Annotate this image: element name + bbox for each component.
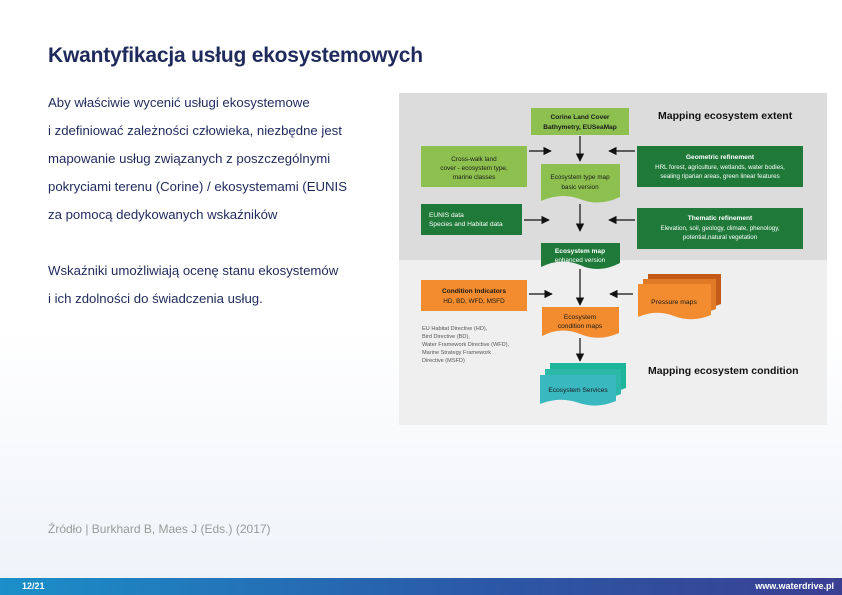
pressure-maps-label: Pressure maps bbox=[651, 299, 697, 306]
source-citation: Źródło | Burkhard B, Maes J (Eds.) (2017… bbox=[48, 522, 271, 536]
corine-sublabel: Bathymetry, EUSeaMap bbox=[543, 124, 617, 131]
basic-map-box: Ecosystem type map basic version bbox=[541, 164, 620, 203]
enhanced-map-box: Ecosystem map enhanced version bbox=[541, 243, 620, 270]
thematic-refinement-box: Thematic refinement Elevation, soil, geo… bbox=[637, 208, 803, 249]
directives-list: EU Habitat Directive (HD), Bird Directiv… bbox=[422, 326, 510, 364]
intro-line: Aby właściwie wycenić usługi ekosystemow… bbox=[48, 95, 310, 110]
enhanced-map-subtitle: enhanced version bbox=[555, 257, 606, 264]
crosswalk-line: Cross-walk land bbox=[451, 156, 497, 163]
basic-map-subtitle: basic version bbox=[561, 184, 599, 191]
directive-line: Directive (MSFD) bbox=[422, 358, 465, 364]
geometric-line: HRL forest, agriculture, wetlands, water… bbox=[655, 164, 785, 171]
corine-box: Corine Land Cover Bathymetry, EUSeaMap bbox=[531, 108, 629, 135]
directive-line: Marine Strategy Framework bbox=[422, 350, 491, 356]
eunis-title: EUNIS data bbox=[429, 212, 464, 219]
footer-bar: 12/21 www.waterdrive.pl bbox=[0, 578, 842, 595]
crosswalk-box: Cross-walk land cover - ecosystem type, … bbox=[421, 146, 527, 187]
heading-extent: Mapping ecosystem extent bbox=[658, 110, 793, 122]
pressure-maps-stack: Pressure maps bbox=[638, 274, 721, 320]
directive-line: EU Habitat Directive (HD), bbox=[422, 326, 488, 332]
condition-maps-title: Ecosystem bbox=[564, 314, 597, 321]
condition-indicators-box: Condition Indicators HD, BD, WFD, MSFD bbox=[421, 280, 527, 311]
intro-paragraph: Aby właściwie wycenić usługi ekosystemow… bbox=[48, 89, 378, 229]
indicators-line: i ich zdolności do świadczenia usług. bbox=[48, 291, 263, 306]
intro-line: mapowanie usług związanych z poszczególn… bbox=[48, 151, 331, 166]
corine-label: Corine Land Cover bbox=[551, 114, 610, 121]
crosswalk-line: cover - ecosystem type, bbox=[440, 165, 508, 172]
intro-line: i zdefiniować zależności człowieka, niez… bbox=[48, 123, 342, 138]
flow-arrows bbox=[524, 136, 635, 362]
condition-indicators-title: Condition Indicators bbox=[442, 288, 506, 295]
condition-maps-box: Ecosystem condition maps bbox=[542, 307, 619, 338]
thematic-line: Elevation, soil, geology, climate, pheno… bbox=[660, 225, 779, 232]
intro-line: pokryciami terenu (Corine) / ekosystemam… bbox=[48, 179, 347, 194]
ecosystem-services-label: Ecosystem Services bbox=[548, 387, 608, 394]
thematic-line: potential,natural vegetation bbox=[683, 234, 758, 241]
ecosystem-mapping-diagram: Mapping ecosystem extent Mapping ecosyst… bbox=[399, 93, 827, 425]
geometric-title: Geometric refinement bbox=[686, 154, 755, 161]
enhanced-map-title: Ecosystem map bbox=[555, 248, 605, 255]
basic-map-title: Ecosystem type map bbox=[550, 174, 610, 181]
condition-maps-subtitle: condition maps bbox=[558, 323, 603, 330]
indicators-paragraph: Wskaźniki umożliwiają ocenę stanu ekosys… bbox=[48, 257, 378, 313]
geometric-refinement-box: Geometric refinement HRL forest, agricul… bbox=[637, 146, 803, 187]
page-number: 12/21 bbox=[22, 581, 45, 591]
directive-line: Water Framework Directive (WFD), bbox=[422, 342, 510, 348]
crosswalk-line: marine classes bbox=[453, 174, 496, 181]
thematic-title: Thematic refinement bbox=[688, 215, 753, 222]
indicators-line: Wskaźniki umożliwiają ocenę stanu ekosys… bbox=[48, 263, 339, 278]
heading-condition: Mapping ecosystem condition bbox=[648, 365, 799, 377]
geometric-line: sealing riparian areas, green linear fea… bbox=[660, 173, 779, 180]
page-title: Kwantyfikacja usług ekosystemowych bbox=[48, 44, 423, 67]
ecosystem-services-stack: Ecosystem Services bbox=[540, 363, 626, 406]
condition-indicators-subtitle: HD, BD, WFD, MSFD bbox=[443, 298, 505, 305]
eunis-box: EUNIS data Species and Habitat data bbox=[421, 204, 522, 235]
intro-line: za pomocą dedykowanych wskaźników bbox=[48, 207, 278, 222]
eunis-subtitle: Species and Habitat data bbox=[429, 221, 503, 228]
directive-line: Bird Directive (BD), bbox=[422, 334, 470, 340]
website-link[interactable]: www.waterdrive.pl bbox=[755, 581, 834, 591]
